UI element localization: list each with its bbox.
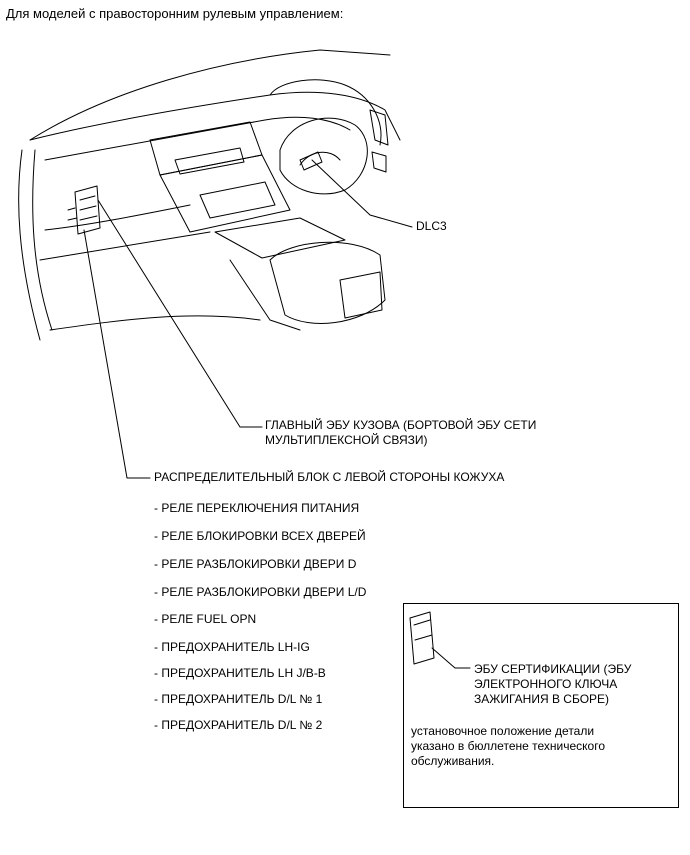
list-item: - РЕЛЕ РАЗБЛОКИРОВКИ ДВЕРИ D (154, 557, 357, 571)
label-main-body-ecu-line2: МУЛЬТИПЛЕКСНОЙ СВЯЗИ) (265, 433, 428, 447)
center-stack-panel (199, 181, 276, 219)
label-junction-block: РАСПРЕДЕЛИТЕЛЬНЫЙ БЛОК С ЛЕВОЙ СТОРОНЫ К… (154, 470, 505, 484)
console-armrest (269, 241, 386, 324)
list-item: - ПРЕДОХРАНИТЕЛЬ D/L № 2 (154, 718, 323, 732)
dash-top (29, 91, 401, 141)
dash-top-inner (44, 116, 351, 161)
center-stack-lower (159, 154, 291, 233)
label-dlc3: DLC3 (416, 219, 447, 233)
inset-note-line1: установочное положение детали (411, 724, 595, 738)
list-item: - ПРЕДОХРАНИТЕЛЬ D/L № 1 (154, 692, 323, 706)
label-main-body-ecu-line1: ГЛАВНЫЙ ЭБУ КУЗОВА (БОРТОВОЙ ЭБУ СЕТИ (265, 418, 537, 432)
list-item: - РЕЛЕ FUEL OPN (154, 612, 257, 626)
leader-junction-block (83, 229, 151, 479)
inset-title-line2: ЭЛЕКТРОННОГО КЛЮЧА (474, 677, 618, 691)
junction-block-body (74, 185, 101, 235)
console-top (214, 217, 346, 259)
lower-dash (44, 204, 191, 231)
certification-ecu-detail (413, 619, 433, 641)
right-vent-lower (371, 151, 387, 173)
list-item: - РЕЛЕ ПЕРЕКЛЮЧЕНИЯ ПИТАНИЯ (154, 501, 360, 515)
certification-ecu-body (409, 611, 435, 665)
steering-shroud (279, 117, 368, 195)
list-item: - РЕЛЕ РАЗБЛОКИРОВКИ ДВЕРИ L/D (154, 585, 367, 599)
center-stack-top (149, 121, 263, 176)
a-pillar-left (18, 149, 41, 341)
windshield-outline (29, 49, 391, 141)
floor-line (49, 315, 261, 331)
lower-dash-edge (39, 231, 211, 261)
center-stack-display (174, 147, 245, 175)
inset-title-line3: ЗАЖИГАНИЯ В СБОРЕ) (474, 692, 610, 706)
certification-ecu-inset (403, 603, 679, 808)
right-vent-upper (369, 109, 389, 146)
steering-column (299, 151, 341, 166)
junction-block-detail (79, 195, 98, 221)
inset-note-line3: обслуживания. (411, 754, 495, 768)
inset-title-line1: ЭБУ СЕРТИФИКАЦИИ (ЭБУ (474, 662, 632, 676)
junction-block-bracket (67, 207, 78, 221)
page-heading: Для моделей с правосторонним рулевым упр… (6, 6, 344, 21)
leader-dlc3 (311, 159, 413, 228)
leader-certification-ecu (431, 647, 471, 669)
console-armrest-face (339, 271, 383, 319)
list-item: - ПРЕДОХРАНИТЕЛЬ LH-IG (154, 640, 310, 654)
console-side (229, 259, 301, 331)
inset-note-line2: указано в бюллетене технического (411, 739, 606, 753)
dlc3-connector (299, 151, 323, 171)
instrument-hood (269, 79, 382, 146)
list-item: - РЕЛЕ БЛОКИРОВКИ ВСЕХ ДВЕРЕЙ (154, 529, 366, 543)
list-item: - ПРЕДОХРАНИТЕЛЬ LH J/B-B (154, 666, 326, 680)
leader-main-body-ecu (97, 199, 263, 428)
a-pillar-left-inner (32, 149, 53, 331)
